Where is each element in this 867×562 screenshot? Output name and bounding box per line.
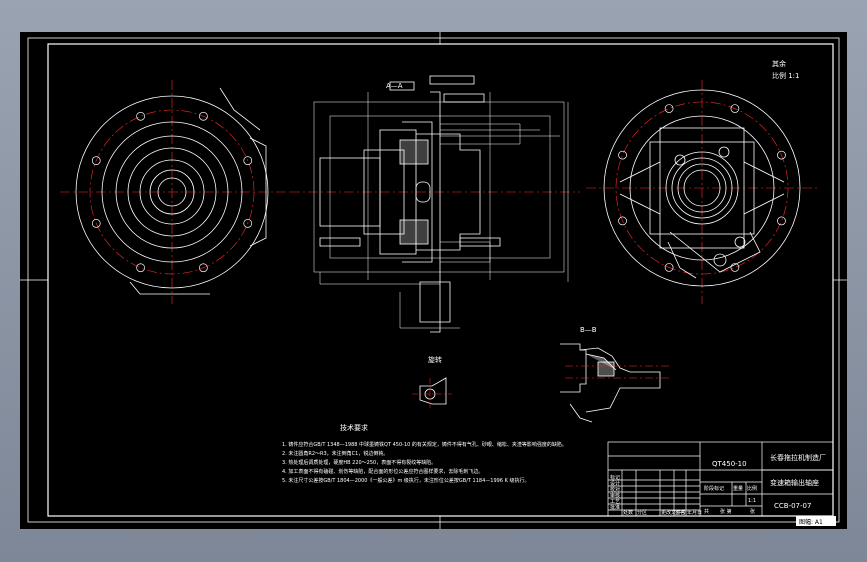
note-line: 3. 热处理后调质处理，硬度HB 220～250，表面不得有裂纹等缺陷。 — [282, 459, 436, 466]
drawing-number: CCB-07-07 — [774, 502, 811, 510]
bolt-hole — [664, 263, 674, 272]
drawing-sheet: A—A B—B 旋转 其余 比例 1:1 技术要求 1. 铸件应符合GB/T 1… — [20, 32, 847, 529]
title-block-row-label: 工艺 — [610, 499, 620, 505]
sheet-end-label: 张 — [750, 508, 755, 515]
left-view-bolt-holes — [91, 111, 253, 273]
stage-label: 阶段标记 — [704, 485, 724, 492]
title-block-column-label: 分区 — [637, 509, 647, 516]
bolt-hole — [91, 156, 101, 165]
bolt-hole — [618, 150, 627, 160]
scale-label: 比例 — [747, 485, 757, 492]
format-tag: 图幅: A1 — [799, 518, 823, 526]
scale-note: 比例 1:1 — [772, 71, 800, 80]
right-view-bolt-holes — [618, 104, 786, 272]
sheet-number-label: 张 第 — [720, 508, 732, 515]
bolt-hole — [730, 263, 740, 272]
note-line: 2. 未注圆角R2～R3，未注倒角C1，锐边倒钝。 — [282, 450, 388, 457]
bolt-hole — [618, 216, 627, 226]
title-block-row-label: 批准 — [610, 504, 620, 511]
bolt-hole — [664, 104, 674, 113]
left-front-view — [60, 80, 290, 304]
center-section-view — [290, 75, 580, 333]
detail-view-bb — [560, 343, 670, 423]
bolt-hole — [199, 263, 208, 273]
company-name: 长春拖拉机制造厂 — [770, 453, 826, 462]
note-line: 4. 加工表面不得有磕碰、划伤等缺陷，配合面的形位公差应符合图样要求，去除毛刺飞… — [282, 468, 483, 475]
detail-view-label: B—B — [580, 326, 597, 334]
title-block-row-label: 校对 — [610, 486, 620, 493]
title-block — [607, 441, 834, 517]
scale-value: 1:1 — [748, 498, 756, 504]
title-block-row-label: 标记 — [610, 474, 620, 481]
section-view-label: A—A — [386, 82, 403, 90]
sheet-total-label: 共 — [704, 508, 709, 515]
bolt-hole — [136, 111, 145, 121]
title-block-column-label: 更改文件号 — [661, 509, 686, 516]
bolt-hole — [777, 216, 786, 226]
rotated-view-label: 旋转 — [428, 355, 442, 364]
rotated-detail-view — [412, 377, 452, 410]
bolt-hole — [199, 111, 208, 121]
roughness-note: 其余 — [772, 59, 786, 68]
title-block-column-label: 处数 — [623, 509, 633, 516]
material-label: QT450-10 — [712, 460, 747, 468]
weight-label: 重量 — [733, 485, 743, 492]
notes-title: 技术要求 — [340, 423, 368, 432]
bolt-hole — [243, 219, 253, 228]
title-block-row-label: 设计 — [610, 480, 620, 487]
bolt-hole — [777, 150, 786, 160]
bolt-hole — [243, 156, 253, 165]
note-line: 1. 铸件应符合GB/T 1348—1988 中球墨铸铁QT 450-10 的有… — [282, 441, 567, 448]
engineering-drawing: A—A B—B 旋转 其余 比例 1:1 技术要求 1. 铸件应符合GB/T 1… — [20, 32, 847, 529]
outer-frame — [27, 37, 840, 523]
bolt-hole — [730, 104, 740, 113]
technical-notes: 1. 铸件应符合GB/T 1348—1988 中球墨铸铁QT 450-10 的有… — [282, 441, 567, 484]
bolt-hole — [136, 263, 145, 273]
bolt-hole — [91, 219, 101, 228]
note-line: 5. 未注尺寸公差按GB/T 1804—2000《一般公差》m 级执行，未注形位… — [282, 477, 529, 484]
title-block-column-label: 签名 — [675, 509, 685, 516]
title-block-row-label: 审核 — [610, 492, 620, 499]
right-rear-view — [586, 80, 820, 304]
title-block-column-label: 年月日 — [687, 509, 702, 516]
title-block-column-headers: 处数分区 更改文件号签名年月日 — [623, 509, 702, 516]
part-name: 变速箱输出轴座 — [770, 478, 819, 487]
